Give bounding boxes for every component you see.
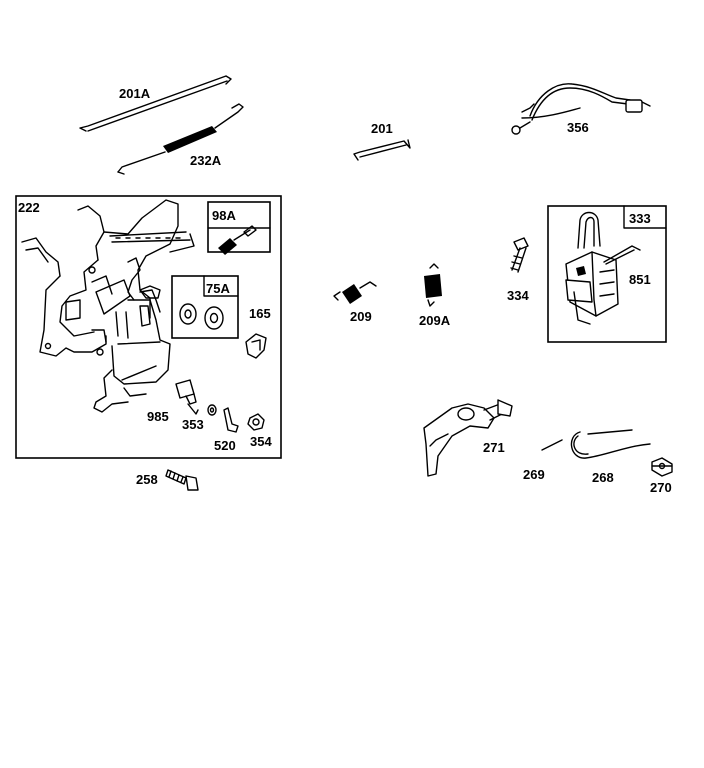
callout-165: 165 [249,306,271,321]
part-353-washer [207,404,217,416]
callout-209A: 209A [419,313,451,328]
callout-201A: 201A [119,86,151,101]
callout-333: 333 [629,211,651,226]
callout-334: 334 [507,288,529,303]
part-209A-spring [424,263,442,307]
part-520-bracket [223,407,239,433]
part-75A-washers [179,303,224,330]
assembly-333-box [547,205,667,343]
part-271-lever [423,399,513,477]
callout-356: 356 [567,120,589,135]
part-222-control-bracket [21,199,195,413]
callout-271: 271 [483,440,505,455]
callout-232A: 232A [190,153,222,168]
part-165-clip [245,333,267,359]
part-201A-link-rod [79,75,232,132]
part-98A-spring [218,225,257,255]
part-258-screw [165,469,199,491]
part-356-ground-wire [511,83,651,135]
callout-222: 222 [18,200,40,215]
callout-258: 258 [136,472,158,487]
part-268-cable [570,429,651,459]
callout-851: 851 [629,272,651,287]
part-270-nut [651,457,673,477]
part-333-armature [565,211,641,325]
callout-270: 270 [650,480,672,495]
callout-269: 269 [523,467,545,482]
callout-520: 520 [214,438,236,453]
part-232A-spring [117,103,244,175]
callout-75A: 75A [206,281,230,296]
part-334-screw [510,237,529,273]
callout-98A: 98A [212,208,236,223]
callout-268: 268 [592,470,614,485]
part-985-fitting [175,379,199,415]
part-209-spring [333,281,377,304]
box-75A [171,275,239,339]
callout-209: 209 [350,309,372,324]
part-269-wire [541,439,563,451]
callout-354: 354 [250,434,272,449]
box-98A [207,201,271,253]
callout-201: 201 [371,121,393,136]
part-354-nut [247,413,265,431]
callout-985: 985 [147,409,169,424]
part-201-link [353,139,411,161]
callout-353: 353 [182,417,204,432]
assembly-222-box [15,195,282,459]
